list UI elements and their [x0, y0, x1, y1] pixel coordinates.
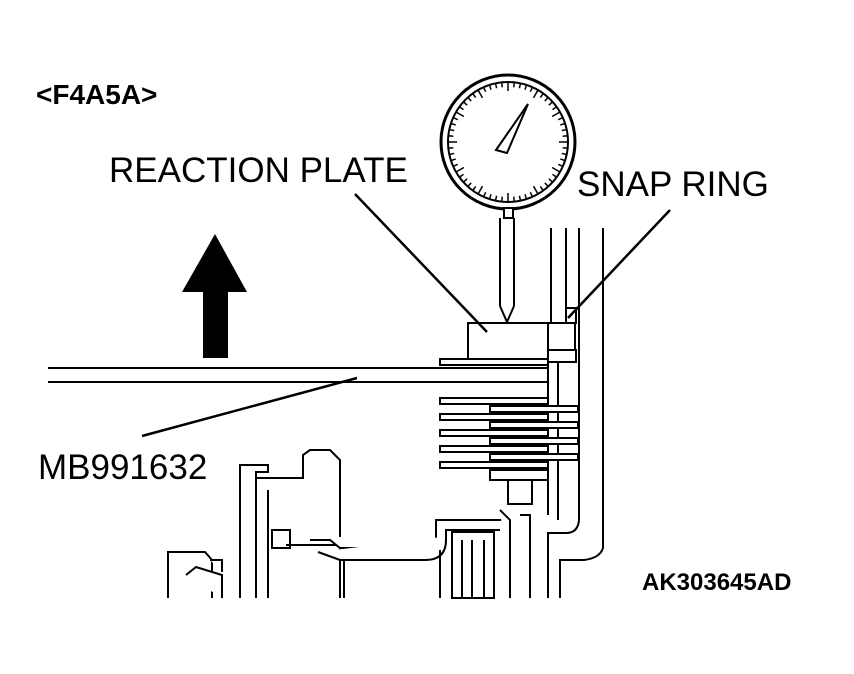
- gauge-tick: [524, 84, 528, 90]
- gauge-tick: [518, 195, 522, 201]
- gauge-tick: [455, 111, 465, 118]
- gauge-tick: [462, 101, 468, 106]
- gauge-tick: [518, 83, 522, 89]
- dial-gauge-icon: [439, 73, 577, 325]
- gauge-tick: [552, 106, 557, 111]
- gauge-tick: [529, 86, 534, 93]
- gauge-tick: [562, 134, 568, 137]
- gauge-tick: [529, 191, 534, 198]
- gauge-tick: [524, 194, 528, 200]
- gauge-tick: [452, 116, 459, 121]
- gauge-tick: [562, 147, 568, 150]
- clutch-plates: [439, 358, 579, 505]
- tool-bar: [48, 367, 549, 383]
- gauge-tick: [482, 86, 487, 93]
- gauge-ticks: [448, 82, 568, 202]
- gauge-tick: [513, 196, 516, 202]
- gauge-tick: [539, 186, 544, 191]
- snap-ring-label: SNAP RING: [577, 165, 769, 204]
- tool-label: MB991632: [38, 448, 207, 487]
- gauge-tick: [467, 182, 472, 188]
- gauge-tick: [560, 158, 566, 162]
- gauge-tick: [557, 163, 564, 168]
- gauge-tick: [500, 82, 503, 88]
- gauge-tick: [488, 84, 492, 90]
- gauge-tick: [548, 178, 554, 183]
- reaction-plate: [467, 322, 549, 360]
- gauge-tick: [513, 82, 516, 88]
- gauge-tick: [477, 89, 484, 99]
- gauge-tick: [449, 152, 455, 156]
- gauge-tick: [551, 111, 561, 118]
- reaction-plate-label: REACTION PLATE: [109, 151, 408, 190]
- leader-lines: [141, 193, 671, 438]
- gauge-tick: [494, 195, 498, 201]
- gauge-tick: [448, 134, 454, 137]
- gauge-tick: [459, 173, 464, 178]
- arrow-up-icon: [182, 234, 247, 358]
- gauge-tick: [548, 101, 554, 106]
- model-label: <F4A5A>: [36, 79, 157, 110]
- gauge-tick: [452, 163, 459, 168]
- lower-assembly: [167, 449, 531, 599]
- gauge-tick: [560, 122, 566, 126]
- gauge-tick: [551, 166, 561, 173]
- gauge-tick: [561, 152, 567, 156]
- gauge-tick: [459, 106, 464, 111]
- gauge-tick: [448, 147, 454, 150]
- gauge-tick: [450, 158, 456, 162]
- gauge-tick: [462, 178, 468, 183]
- gauge-tick: [544, 96, 549, 102]
- gauge-tick: [494, 83, 498, 89]
- gauge-tick: [532, 89, 539, 99]
- gauge-tick: [450, 122, 456, 126]
- gauge-tick: [467, 96, 472, 102]
- gauge-tick: [500, 196, 503, 202]
- gauge-tick: [449, 128, 455, 132]
- gauge-tick: [477, 185, 484, 195]
- gauge-tick: [552, 173, 557, 178]
- gauge-tick: [539, 93, 544, 98]
- gauge-tick: [472, 186, 477, 191]
- gauge-tick: [532, 185, 539, 195]
- figure-code: AK303645AD: [642, 569, 791, 596]
- gauge-tick: [455, 166, 465, 173]
- gauge-tick: [472, 93, 477, 98]
- gauge-tick: [561, 128, 567, 132]
- gauge-tick: [488, 194, 492, 200]
- gauge-tick: [557, 116, 564, 121]
- gauge-tick: [544, 182, 549, 188]
- gauge-tick: [482, 191, 487, 198]
